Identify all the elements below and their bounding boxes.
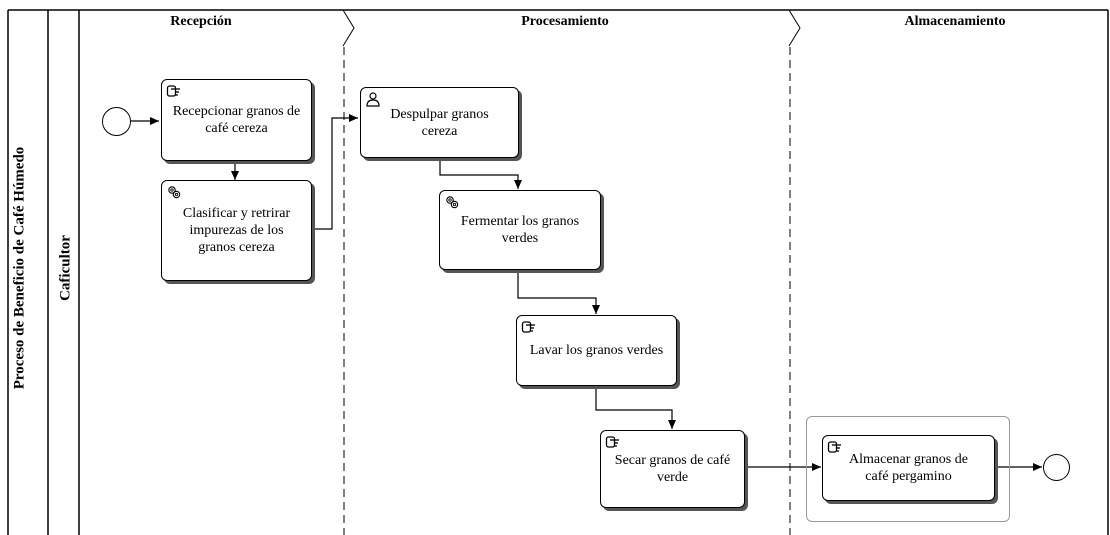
- flow-clasificar-despulpar: [313, 114, 358, 230]
- user-icon: [366, 92, 380, 107]
- pool-label: Proceso de Beneficio de Café Húmedo: [0, 0, 40, 535]
- start-event[interactable]: [102, 107, 131, 136]
- gear-icon: [168, 186, 181, 199]
- phase-procesamiento: Procesamiento: [521, 14, 609, 29]
- task-despulpar-line1: Despulpar granos: [390, 106, 489, 122]
- task-almacenar[interactable]: Almacenar granos de café pergamino: [822, 435, 995, 501]
- lane-label: Caficultor: [54, 0, 78, 535]
- task-clasificar-line3: granos cereza: [198, 240, 275, 255]
- manual-task-icon: [521, 321, 535, 333]
- task-almacenar-line1: Almacenar granos de: [849, 452, 968, 467]
- flow-lavar-secar: [595, 386, 676, 429]
- flow-fermentar-lavar: [517, 270, 600, 314]
- task-lavar-line1: Lavar los granos verdes: [529, 343, 664, 358]
- pool-label-text: Proceso de Beneficio de Café Húmedo: [11, 146, 28, 389]
- task-clasificar[interactable]: Clasificar y retrirar impurezas de los gra…: [161, 180, 312, 281]
- phase-almacenamiento: Almacenamiento: [904, 14, 1006, 29]
- task-fermentar-line1: Fermentar los granos: [460, 214, 580, 229]
- manual-task-icon: [605, 436, 619, 448]
- phase-separators: [342, 9, 801, 535]
- task-recepcionar-line2: café cereza: [205, 121, 268, 136]
- task-fermentar[interactable]: Fermentar los granos verdes: [439, 190, 601, 270]
- task-almacenar-line2: café pergamino: [865, 469, 952, 484]
- task-group-frame: [806, 416, 1010, 522]
- task-recepcionar-line1: Recepcionar granos de: [172, 104, 301, 119]
- task-lavar[interactable]: Lavar los granos verdes: [516, 315, 677, 386]
- end-event[interactable]: [1043, 454, 1070, 481]
- manual-task-icon: [827, 441, 841, 453]
- sequence-flows: [131, 114, 1042, 471]
- manual-task-icon: [166, 85, 180, 97]
- task-despulpar-line2: cereza: [421, 123, 458, 139]
- task-recepcionar[interactable]: Recepcionar granos de café cereza: [161, 79, 312, 161]
- task-fermentar-line2: verdes: [501, 231, 539, 246]
- phase-recepcion: Recepción: [170, 14, 232, 29]
- pool-border: [7, 9, 1109, 535]
- task-clasificar-line1: Clasificar y retrirar: [182, 206, 291, 221]
- task-clasificar-line2: impurezas de los: [189, 223, 284, 238]
- task-secar-line1: Secar granos de café: [614, 453, 731, 468]
- gear-icon: [446, 196, 459, 209]
- task-secar-line2: verde: [656, 470, 689, 485]
- lane-label-text: Caficultor: [57, 234, 74, 301]
- flow-despulpar-fermentar: [439, 158, 522, 189]
- task-secar[interactable]: Secar granos de café verde: [600, 430, 745, 508]
